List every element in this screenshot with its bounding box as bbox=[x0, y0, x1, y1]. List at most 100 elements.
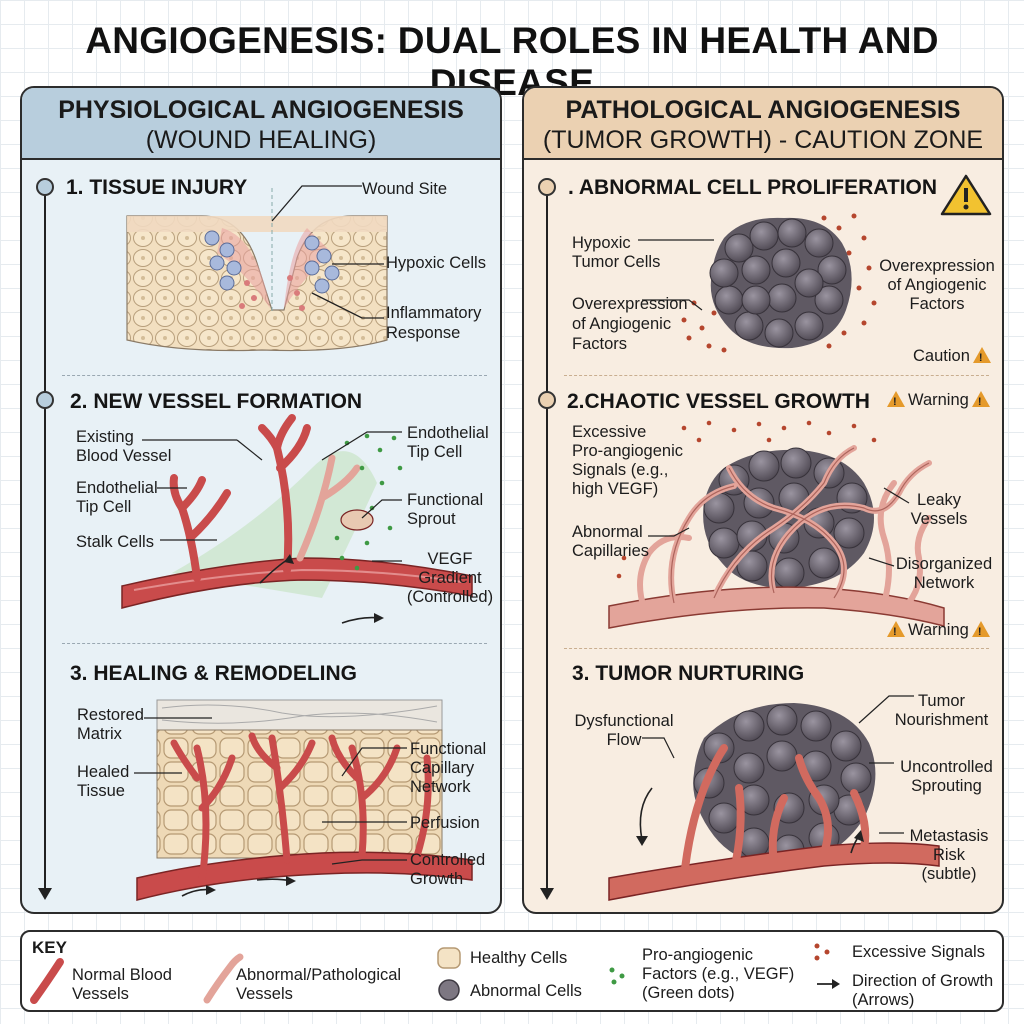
tumor-nurturing-illustration bbox=[608, 695, 940, 901]
label-nourish-2: Nourishment bbox=[894, 711, 989, 729]
abnormal-vessel-swatch bbox=[203, 953, 244, 1004]
label-dysfunctional-2: Flow bbox=[606, 731, 642, 749]
physio-step3-title: 3. HEALING & REMODELING bbox=[70, 662, 358, 685]
healing-illustration bbox=[134, 699, 473, 901]
label-controlled-2: Growth bbox=[410, 870, 464, 888]
physiological-title: PHYSIOLOGICAL ANGIOGENESIS bbox=[58, 96, 464, 124]
label-hypoxic-tumor-2: Tumor Cells bbox=[572, 253, 661, 271]
label-over-right-3: Factors bbox=[909, 295, 965, 313]
label-sprout-1: Functional bbox=[407, 491, 484, 509]
label-stalk-cells: Stalk Cells bbox=[76, 533, 154, 551]
key-title: KEY bbox=[32, 938, 67, 957]
patho-illustrations bbox=[608, 174, 992, 901]
patho-timeline-arrow bbox=[540, 888, 554, 900]
label-over-left-3: Factors bbox=[572, 335, 628, 353]
label-excessive-2: Pro-angiogenic bbox=[572, 442, 683, 460]
label-inflammatory-1: Inflammatory bbox=[386, 304, 482, 322]
label-controlled-1: Controlled bbox=[410, 851, 486, 869]
key-swatches bbox=[30, 943, 840, 1004]
key-legend: KEY Normal Blood Vessels Abnormal/Pathol… bbox=[20, 930, 1004, 1012]
warning-top-icon-left bbox=[887, 391, 905, 412]
patho-step2-dot bbox=[538, 391, 556, 409]
patho-step2-title: 2.CHAOTIC VESSEL GROWTH bbox=[567, 390, 870, 413]
patho-timeline bbox=[546, 184, 548, 894]
warning-top-text: Warning bbox=[908, 391, 969, 409]
label-matrix-1: Restored bbox=[77, 706, 144, 724]
label-over-right-2: of Angiogenic bbox=[887, 276, 987, 294]
label-disorg-1: Disorganized bbox=[895, 555, 993, 573]
label-metastasis-1: Metastasis bbox=[909, 827, 989, 845]
label-abnormal-cap-1: Abnormal bbox=[572, 523, 643, 541]
label-tip-left-1: Endothelial bbox=[76, 479, 158, 497]
key-abnormal-cells: Abnormal Cells bbox=[470, 982, 582, 1000]
label-vegf-1: VEGF bbox=[427, 550, 473, 568]
key-healthy-cells: Healthy Cells bbox=[470, 949, 568, 967]
patho-separator-1 bbox=[564, 375, 989, 376]
abnormal-cell-swatch bbox=[438, 979, 460, 1001]
key-abnormal-2: Vessels bbox=[236, 985, 293, 1003]
label-perfusion: Perfusion bbox=[410, 814, 480, 832]
label-tip-right-2: Tip Cell bbox=[407, 443, 463, 461]
label-capillary-3: Network bbox=[410, 778, 471, 796]
physio-illustrations bbox=[121, 185, 473, 901]
physiological-subtitle: (WOUND HEALING) bbox=[145, 126, 377, 154]
label-tip-left-2: Tip Cell bbox=[76, 498, 132, 516]
label-existing-1: Existing bbox=[76, 428, 134, 446]
label-capillary-2: Capillary bbox=[410, 759, 475, 777]
label-sprout-2: Sprout bbox=[407, 510, 456, 528]
label-wound-site: Wound Site bbox=[362, 180, 447, 198]
patho-step1-title: . ABNORMAL CELL PROLIFERATION bbox=[568, 176, 938, 199]
label-metastasis-2: Risk bbox=[932, 846, 966, 864]
label-over-right-1: Overexpression bbox=[879, 257, 995, 275]
label-inflammatory-2: Response bbox=[386, 324, 461, 342]
label-uncontrolled-1: Uncontrolled bbox=[900, 758, 993, 776]
new-vessel-illustration bbox=[121, 414, 473, 624]
chaotic-vessels-illustration bbox=[608, 420, 945, 629]
main-title: ANGIOGENESIS: DUAL ROLES IN HEALTH AND D… bbox=[85, 20, 939, 103]
label-leaky-2: Vessels bbox=[910, 510, 968, 528]
label-healed-1: Healed bbox=[77, 763, 130, 781]
physio-step2-title: 2. NEW VESSEL FORMATION bbox=[70, 390, 363, 413]
label-excessive-4: high VEGF) bbox=[572, 480, 659, 498]
healthy-cell-swatch bbox=[437, 947, 461, 969]
label-tip-right-1: Endothelial bbox=[407, 424, 489, 442]
label-leaky-1: Leaky bbox=[916, 491, 962, 509]
physio-separator-2 bbox=[62, 643, 487, 644]
wound-tissue-illustration bbox=[126, 185, 388, 352]
physio-separator-1 bbox=[62, 375, 487, 376]
warning-bottom-icon-left bbox=[887, 621, 905, 642]
warning-large-icon bbox=[940, 174, 992, 216]
pathological-title: PATHOLOGICAL ANGIOGENESIS bbox=[565, 96, 961, 124]
excessive-signals-swatch bbox=[814, 943, 830, 961]
key-normal-2: Vessels bbox=[72, 985, 129, 1003]
label-over-left-2: of Angiogenic bbox=[572, 315, 672, 333]
key-direction-2: (Arrows) bbox=[852, 991, 915, 1009]
label-caution: Caution bbox=[913, 347, 991, 368]
warning-top-icon-right bbox=[971, 391, 990, 412]
label-uncontrolled-2: Sprouting bbox=[911, 777, 982, 795]
label-excessive-1: Excessive bbox=[572, 423, 647, 441]
label-vegf-3: (Controlled) bbox=[406, 588, 494, 606]
label-hypoxic-tumor-1: Hypoxic bbox=[572, 234, 631, 252]
key-normal-1: Normal Blood bbox=[72, 966, 172, 984]
label-abnormal-cap-2: Capillaries bbox=[572, 542, 650, 560]
label-healed-2: Tissue bbox=[77, 782, 125, 800]
vegf-dots-swatch bbox=[609, 967, 625, 985]
label-vegf-2: Gradient bbox=[418, 569, 482, 587]
label-hypoxic-cells: Hypoxic Cells bbox=[386, 254, 486, 272]
pathological-subtitle: (TUMOR GROWTH) - CAUTION ZONE bbox=[542, 126, 984, 154]
physio-timeline-arrow bbox=[38, 888, 52, 900]
label-excessive-3: Signals (e.g., bbox=[572, 461, 669, 479]
label-warning-top: Warning bbox=[887, 391, 990, 412]
normal-vessel-swatch bbox=[30, 958, 64, 1004]
step1-dot bbox=[36, 178, 54, 196]
physiological-panel: PHYSIOLOGICAL ANGIOGENESIS (WOUND HEALIN… bbox=[20, 86, 502, 914]
key-pro-3: (Green dots) bbox=[642, 984, 735, 1002]
label-warning-bottom: Warning bbox=[887, 621, 990, 642]
label-matrix-2: Matrix bbox=[77, 725, 122, 743]
patho-step3-title: 3. TUMOR NURTURING bbox=[572, 662, 805, 685]
patho-step1-dot bbox=[538, 178, 556, 196]
caution-text: Caution bbox=[913, 347, 970, 365]
tumor-mass-illustration bbox=[638, 213, 877, 353]
label-disorg-2: Network bbox=[913, 574, 975, 592]
